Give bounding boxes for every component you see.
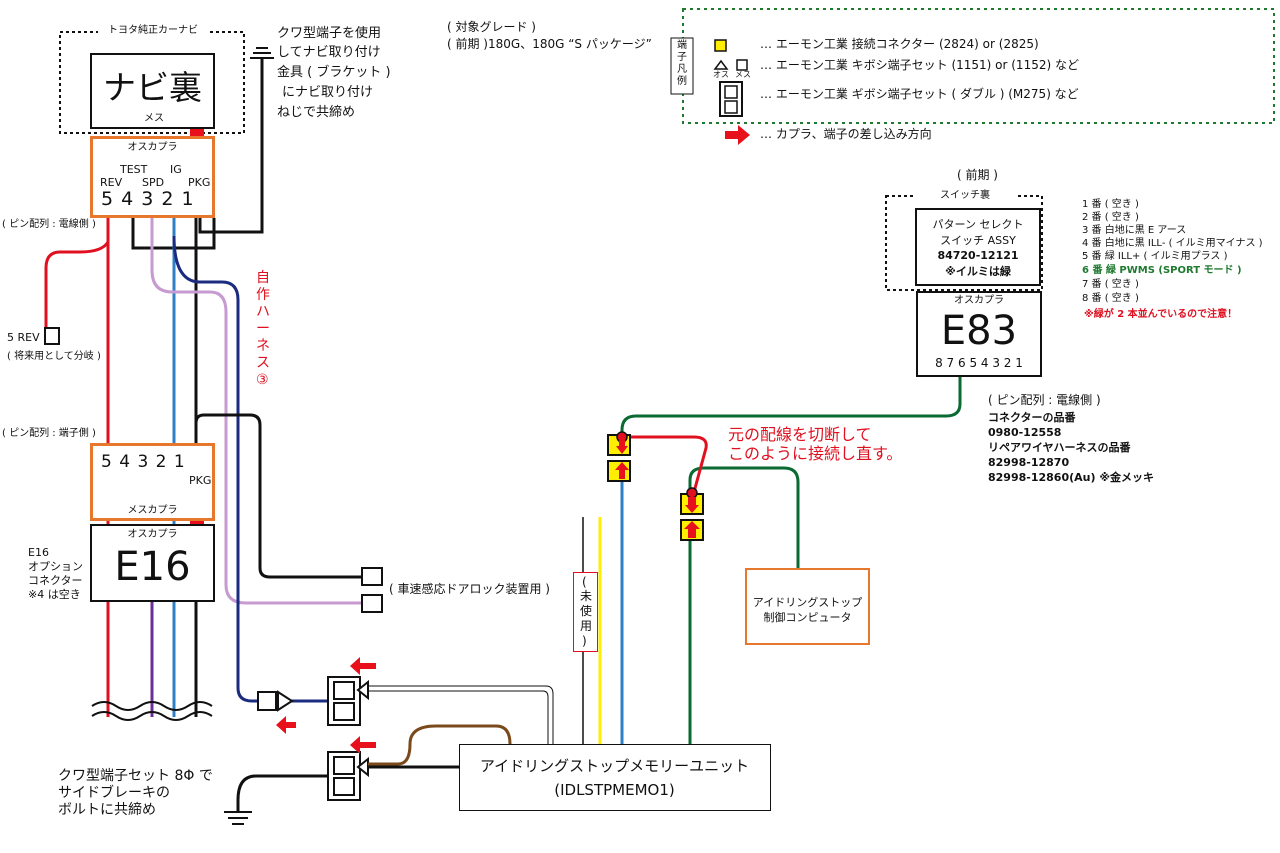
thin-double-wire-inner: [368, 690, 549, 744]
e16-pkg-label: PKG: [189, 474, 212, 487]
thin-double-wire-outer: [368, 685, 554, 744]
legend-title-frame: [670, 37, 694, 95]
navi-pin-pkg: PKG: [188, 176, 211, 189]
unused-label: ( 未 使 用 ): [573, 572, 598, 652]
rev-branch-label: 5 REV: [7, 331, 40, 344]
ground-wire: [236, 774, 328, 812]
grade-value: ( 前期 )180G、180G “S パッケージ”: [447, 37, 652, 51]
navy-wire: [172, 235, 260, 703]
legend-female-icon: [736, 59, 748, 71]
memory-unit-code: (IDLSTPMEMO1): [554, 781, 675, 799]
brown-wire: [368, 724, 512, 766]
legend-arrow-icon: [725, 125, 750, 145]
navi-pin-numbers: 5 4 3 2 1: [101, 188, 194, 210]
navi-pin-ig: IG: [170, 163, 182, 176]
legend-female-label: メス: [735, 70, 751, 79]
navi-group-label: トヨタ純正カーナビ: [98, 25, 208, 38]
arrow-left-bullet: [276, 716, 296, 734]
rewire-red: [625, 435, 708, 493]
memory-unit-name: アイドリングストップメモリーユニット: [479, 757, 750, 775]
navi-title: ナビ裏: [103, 68, 202, 107]
pin-layout-wire-side: ( ピン配列 : 電線側 ): [2, 219, 96, 230]
idle-stop-memory-unit: アイドリングストップメモリーユニット (IDLSTPMEMO1): [459, 744, 771, 811]
e83-connector: オスカプラ E83 8 7 6 5 4 3 2 1: [916, 291, 1042, 377]
e16-male-connector: オスカプラ E16: [90, 524, 215, 602]
navi-coupler: オスカプラ TEST IG REV SPD PKG 5 4 3 2 1: [90, 136, 215, 218]
cut-mark-top: [91, 701, 213, 711]
e16-female-label: メスカプラ: [127, 505, 178, 516]
bullet-terminal: [257, 691, 277, 711]
lavender-wire: [150, 218, 362, 605]
e83-connector-label: オスカプラ: [954, 295, 1004, 306]
navi-back-box: ナビ裏 メス: [90, 53, 215, 129]
door-lock-terminal-1: [361, 567, 383, 586]
arrow-left-lower: [350, 736, 376, 754]
navi-coupler-label: オスカプラ: [127, 142, 178, 153]
computer-green-wire: [688, 466, 800, 568]
e16-title: E16: [114, 544, 191, 590]
rev-terminal: [44, 327, 60, 345]
pkg-bracket-wire: [198, 58, 264, 234]
e83-title: E83: [940, 308, 1018, 354]
e16-male-label: オスカプラ: [127, 529, 178, 540]
door-lock-terminal-2: [361, 594, 383, 613]
navi-female-label: メス: [144, 113, 164, 124]
switch-period: ( 前期 ): [957, 168, 998, 182]
legend-yellow-connector-icon: [714, 39, 727, 52]
grade-title: ( 対象グレード ): [447, 20, 536, 34]
legend-male-icon: [713, 59, 729, 70]
e16-female-coupler: 5 4 3 2 1 PKG メスカプラ: [90, 443, 215, 521]
pin-layout-terminal-side: ( ピン配列 : 端子側 ): [2, 428, 96, 439]
switch-group-label: スイッチ裏: [915, 190, 1015, 203]
legend-item-connector: … エーモン工業 接続コネクター (2824) or (2825): [760, 37, 1039, 51]
rev-branch-wire: [44, 241, 110, 338]
e16-pin-numbers: 5 4 3 2 1: [101, 452, 185, 472]
cut-mark-bottom: [91, 711, 213, 721]
navi-pin-spd: SPD: [142, 176, 165, 189]
e83-warning: ※緑が 2 本並んでいるので注意！: [1084, 309, 1238, 320]
navi-pin-rev: REV: [100, 176, 123, 189]
e83-pin-numbers: 8 7 6 5 4 3 2 1: [935, 356, 1023, 370]
legend-male-label: オス: [713, 70, 729, 79]
e83-green-wire: [620, 377, 962, 436]
idle-stop-computer: アイドリングストップ 制御コンピュータ: [745, 568, 870, 645]
arrow-left-upper: [350, 657, 376, 675]
door-lock-note: ( 車速感応ドアロック装置用 ): [389, 582, 550, 596]
rev-branch-note: ( 将来用として分岐 ): [7, 351, 101, 362]
door-lock-wire: [194, 413, 362, 579]
legend-item-direction: … カプラ、端子の差し込み方向: [760, 127, 932, 141]
legend-item-bullet: … エーモン工業 キボシ端子セット (1151) or (1152) など: [760, 58, 1079, 72]
switch-assy-box: パターン セレクト スイッチ ASSY 84720-12121 ※イルミは緑: [915, 208, 1041, 286]
legend-item-double: … エーモン工業 ギボシ端子セット ( ダブル ) (M275) など: [760, 87, 1079, 101]
navi-pin-test: TEST: [120, 163, 148, 176]
